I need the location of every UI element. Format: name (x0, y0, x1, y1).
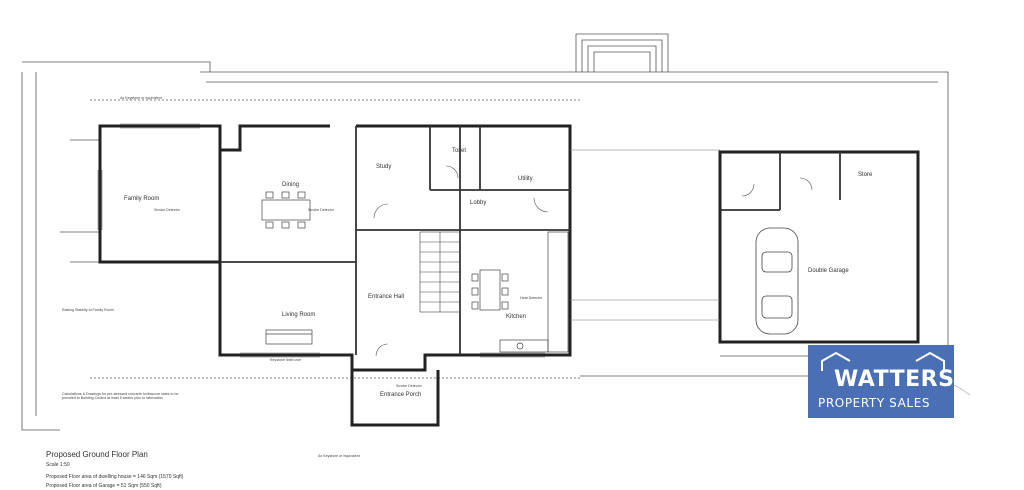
rear-projection (575, 33, 669, 72)
room-label-family-room: Family Room (124, 196, 160, 202)
room-label-dining: Dining (282, 182, 300, 188)
family-room-walls (98, 124, 222, 264)
room-label-living-room: Living Room (282, 312, 316, 318)
rear-projection (593, 51, 651, 72)
dining-table (261, 191, 311, 229)
rear-projection (581, 39, 663, 72)
room-label-entrance-hall: Entrance Hall (368, 294, 405, 300)
annotation-keystone: Keystone lintel over (270, 358, 302, 362)
boundary-line (21, 72, 60, 431)
room-label-study: Study (376, 164, 392, 170)
annotation-smoke-detector: Smoke Detector (396, 384, 422, 388)
porch-wall (350, 370, 440, 427)
room-label-entrance-porch: Entrance Porch (380, 392, 422, 398)
sofa (265, 329, 313, 345)
room-label-kitchen: Kitchen (506, 314, 527, 320)
staircase (419, 231, 461, 313)
door-swings (373, 165, 813, 357)
room-label-double-garage: Double Garage (808, 268, 849, 274)
drawing-scale: Scale 1:50 (46, 462, 70, 468)
annotation-heat-detector: Heat Detector (520, 296, 543, 300)
room-label-toilet: Toilet (452, 148, 467, 154)
floor-area-garage: Proposed Floor area of Garage = 51 Sqm (… (46, 483, 162, 489)
boundary-line (200, 71, 949, 364)
room-label-store: Store (858, 172, 873, 178)
logo-brand-name: WATTERS (834, 367, 955, 392)
annotation-smoke-detector: Smoke Detector (154, 208, 180, 212)
house-roof-icon (821, 351, 945, 371)
annotation-smoke-detector: Smoke Detector (308, 208, 334, 212)
room-label-utility: Utility (518, 176, 533, 182)
annotation-calculations: Calculations & Drawings for pre-stressed… (62, 392, 179, 401)
annotation-keystone-bottom: Ax Keystone or equivalent (318, 454, 360, 458)
logo-tagline: PROPERTY SALES (818, 396, 931, 410)
car-outline (755, 227, 799, 335)
kitchen-table (471, 269, 509, 311)
drawing-title: Proposed Ground Floor Plan (46, 450, 148, 459)
room-label-lobby: Lobby (470, 200, 487, 206)
annotation-stability: Raising Stability to Family Room (62, 308, 114, 312)
annotation-keystone-top: Ax Keystone or equivalent (120, 96, 162, 100)
boundary-line (22, 61, 211, 72)
house-wall (352, 124, 572, 372)
house-wall (220, 124, 330, 152)
kitchen-units (499, 231, 569, 353)
windows (97, 123, 545, 358)
garage-walls (718, 150, 920, 344)
watters-logo: WATTERS PROPERTY SALES (808, 345, 954, 418)
house-wall (218, 150, 354, 370)
floor-area-house: Proposed Floor area of dwelling house = … (46, 474, 184, 480)
rear-projection (587, 45, 657, 72)
